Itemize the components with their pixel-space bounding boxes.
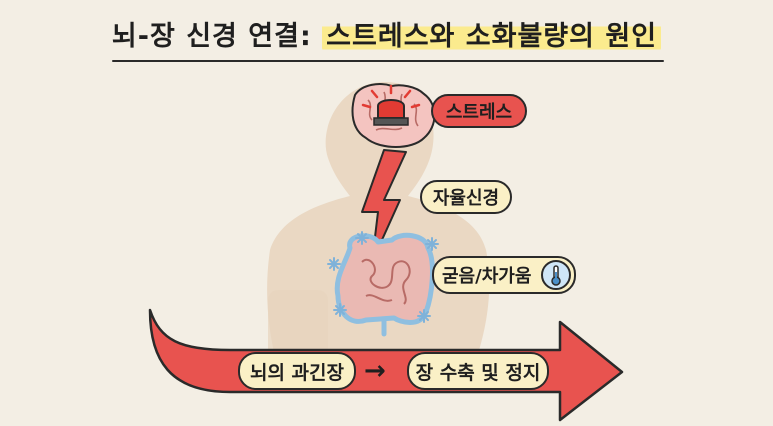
title-underline [112, 60, 664, 62]
flow-arrow: → [364, 356, 386, 386]
page-title: 뇌-장 신경 연결: 스트레스와 소화불량의 원인 [0, 14, 773, 53]
intestine-icon [334, 232, 435, 337]
cold-hard-text: 굳음/차가움 [442, 266, 532, 287]
title-prefix: 뇌-장 신경 연결: [111, 21, 312, 52]
thermometer-icon [541, 260, 571, 290]
cold-hard-label: 굳음/차가움 [432, 256, 576, 294]
arrow-icon [148, 308, 624, 422]
stress-label: 스트레스 [431, 94, 527, 128]
snowflake-icon [327, 231, 439, 323]
lightning-icon [361, 149, 407, 263]
title-highlight: 스트레스와 소화불량의 원인 [322, 21, 662, 52]
siren-icon [361, 84, 421, 126]
brain-overload-label: 뇌의 과긴장 [238, 352, 356, 390]
autonomic-nerve-label: 자율신경 [420, 180, 512, 214]
gut-stop-label: 장 수축 및 정지 [407, 352, 549, 390]
